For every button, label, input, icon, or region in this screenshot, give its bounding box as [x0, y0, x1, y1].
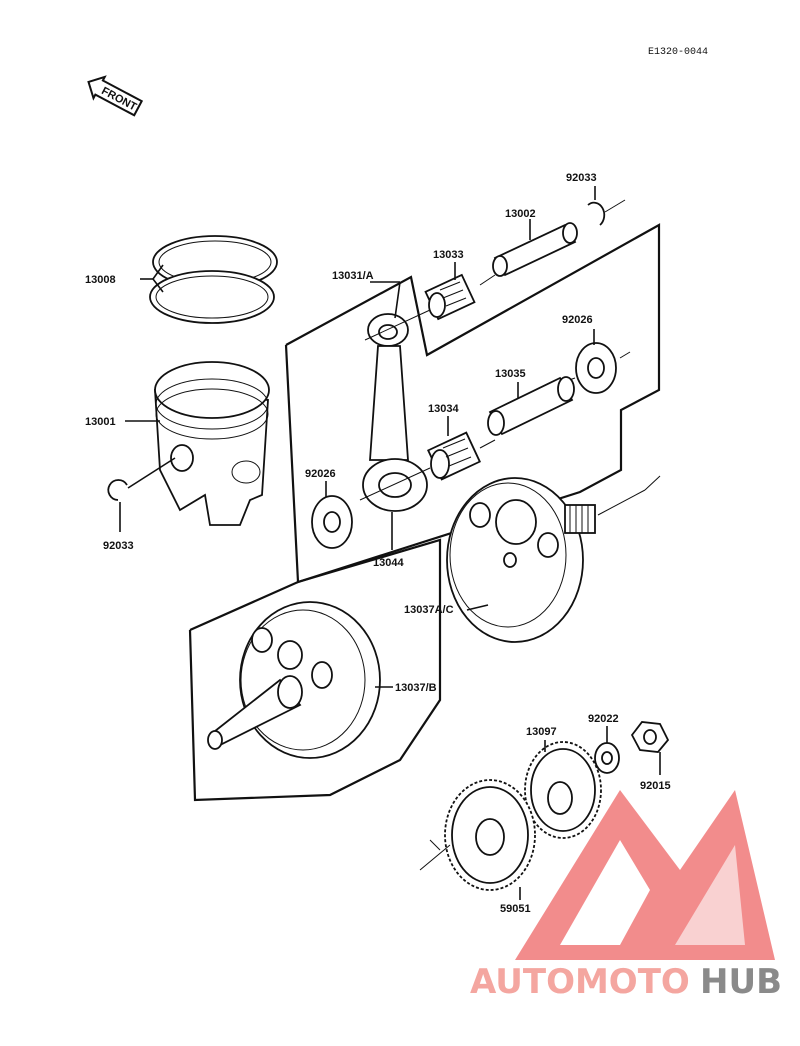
primary-gear-icon — [524, 741, 602, 839]
watermark-logo — [515, 790, 775, 960]
crank-assembly-outline — [188, 538, 442, 802]
label-92033-left: 92033 — [103, 540, 134, 552]
diagram-code: E1320-0044 — [648, 47, 708, 58]
crank-half-right-icon — [446, 477, 596, 643]
piston-ring-icon — [149, 235, 278, 324]
label-13035: 13035 — [495, 368, 526, 380]
label-13002: 13002 — [505, 208, 536, 220]
label-13001: 13001 — [85, 416, 116, 428]
crankpin-icon — [487, 376, 575, 436]
label-92033-right: 92033 — [566, 172, 597, 184]
label-13031a: 13031/A — [332, 270, 374, 282]
gear-large-icon — [444, 779, 536, 891]
label-13033: 13033 — [433, 249, 464, 261]
washer-big-end-icon — [311, 495, 353, 549]
label-13034: 13034 — [428, 403, 459, 415]
washer-small-end-icon — [575, 342, 617, 394]
needle-bearing-small-end-icon — [424, 273, 476, 321]
piston-clip-left-icon — [107, 479, 128, 501]
connecting-rod-icon — [362, 313, 428, 512]
label-13037b: 13037/B — [395, 682, 437, 694]
label-13008: 13008 — [85, 274, 116, 286]
piston-pin-icon — [492, 222, 578, 277]
needle-bearing-big-end-icon — [427, 431, 481, 481]
watermark-text-1: AUTOMOTO — [470, 962, 690, 1002]
label-59051: 59051 — [500, 903, 531, 915]
label-13097: 13097 — [526, 726, 557, 738]
piston-icon — [154, 361, 270, 526]
label-13037ac: 13037A/C — [404, 604, 454, 616]
label-92026-lower: 92026 — [305, 468, 336, 480]
rod-assembly-outline — [284, 223, 661, 584]
nut-icon — [630, 721, 670, 753]
label-92015: 92015 — [640, 780, 671, 792]
piston-clip-right-icon — [587, 201, 606, 226]
label-92026-upper: 92026 — [562, 314, 593, 326]
watermark-text-2: HUB — [700, 962, 782, 1002]
label-13044: 13044 — [373, 557, 404, 569]
crank-half-left-icon — [207, 601, 381, 759]
front-arrow-icon: FRONT — [87, 75, 144, 117]
washer-gear-icon — [594, 742, 620, 774]
label-92022: 92022 — [588, 713, 619, 725]
